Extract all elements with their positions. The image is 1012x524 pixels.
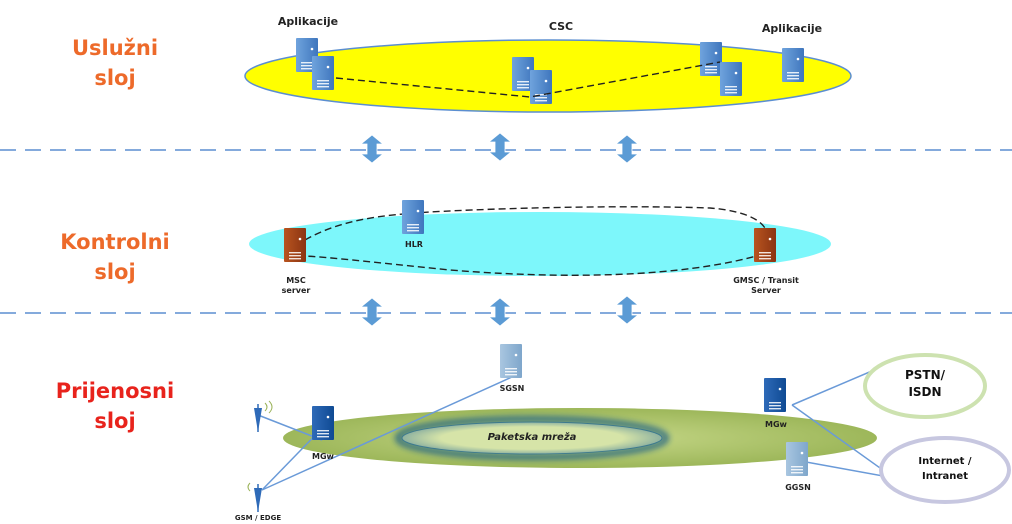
link-mgw-internet [791, 404, 895, 479]
ggsn-server-icon [786, 442, 808, 476]
server-icon [530, 70, 552, 104]
msc-label-line1: MSC [286, 276, 306, 285]
internet-cloud [879, 436, 1011, 504]
service-dashed-link [335, 61, 721, 98]
internet-label-line1: Internet / [918, 456, 972, 467]
link-gsm-sgsn [261, 376, 513, 491]
arrow-control-transport-3 [615, 295, 639, 325]
pstn-label-line1: PSTN/ [904, 368, 946, 382]
packet-network-ellipse [401, 421, 663, 455]
packet-network-glow [394, 415, 670, 461]
antenna-icon [254, 400, 273, 432]
transport-layer-line2: sloj [94, 409, 136, 433]
control-layer-title: Kontrolni sloj [40, 227, 190, 287]
gmsc-label-line1: GMSC / Transit [733, 276, 799, 285]
gsm-label: GSM / EDGE [234, 514, 282, 522]
arrow-service-control-1 [360, 134, 384, 164]
arrow-control-transport-1 [360, 297, 384, 327]
apps-right-label: Aplikacije [761, 22, 823, 35]
hlr-server-icon [402, 200, 424, 234]
hlr-label: HLR [405, 240, 423, 249]
mgw-left-label: MGw [312, 452, 334, 461]
sgsn-server-icon [500, 344, 522, 378]
packet-network-label: Paketska mreža [487, 432, 577, 443]
transport-layer-title: Prijenosni sloj [40, 376, 190, 436]
link-ggsn-internet [805, 461, 895, 479]
control-ellipse [249, 212, 831, 276]
service-layer-title: Uslužni sloj [40, 33, 190, 93]
pstn-label: PSTN/ ISDN [872, 367, 978, 401]
server-icon [700, 42, 722, 76]
server-icon [720, 62, 742, 96]
pstn-cloud [863, 353, 987, 419]
internet-label: Internet / Intranet [892, 454, 998, 484]
mgw-right-server-icon [764, 378, 786, 412]
arrow-control-transport-2 [488, 297, 512, 327]
csc-label: CSC [548, 20, 574, 33]
mgw-left-server-icon [312, 406, 334, 440]
pstn-label-line2: ISDN [908, 385, 942, 399]
service-layer-line1: Uslužni [71, 36, 159, 60]
gmsc-server-icon [754, 228, 776, 262]
apps-left-label: Aplikacije [277, 15, 339, 28]
service-layer-line2: sloj [94, 66, 136, 90]
arrow-service-control-2 [488, 132, 512, 162]
mgw-right-label: MGw [765, 420, 787, 429]
gmsc-label-line2: Server [751, 286, 781, 295]
transport-layer-line1: Prijenosni [55, 379, 175, 403]
msc-label-line2: server [281, 286, 311, 295]
control-dashed-loop [299, 206, 769, 276]
control-layer-line2: sloj [94, 260, 136, 284]
gmsc-label: GMSC / Transit Server [724, 276, 808, 296]
server-icon [782, 48, 804, 82]
arrow-service-control-3 [615, 134, 639, 164]
antenna-icon [247, 482, 262, 512]
msc-server-icon [284, 228, 306, 262]
ggsn-label: GGSN [785, 483, 811, 492]
server-icon [312, 56, 334, 90]
link-antenna-mgw [257, 414, 323, 441]
sgsn-label: SGSN [499, 384, 525, 393]
msc-label: MSC server [276, 276, 316, 296]
control-layer-line1: Kontrolni [60, 230, 170, 254]
internet-label-line2: Intranet [922, 471, 968, 482]
